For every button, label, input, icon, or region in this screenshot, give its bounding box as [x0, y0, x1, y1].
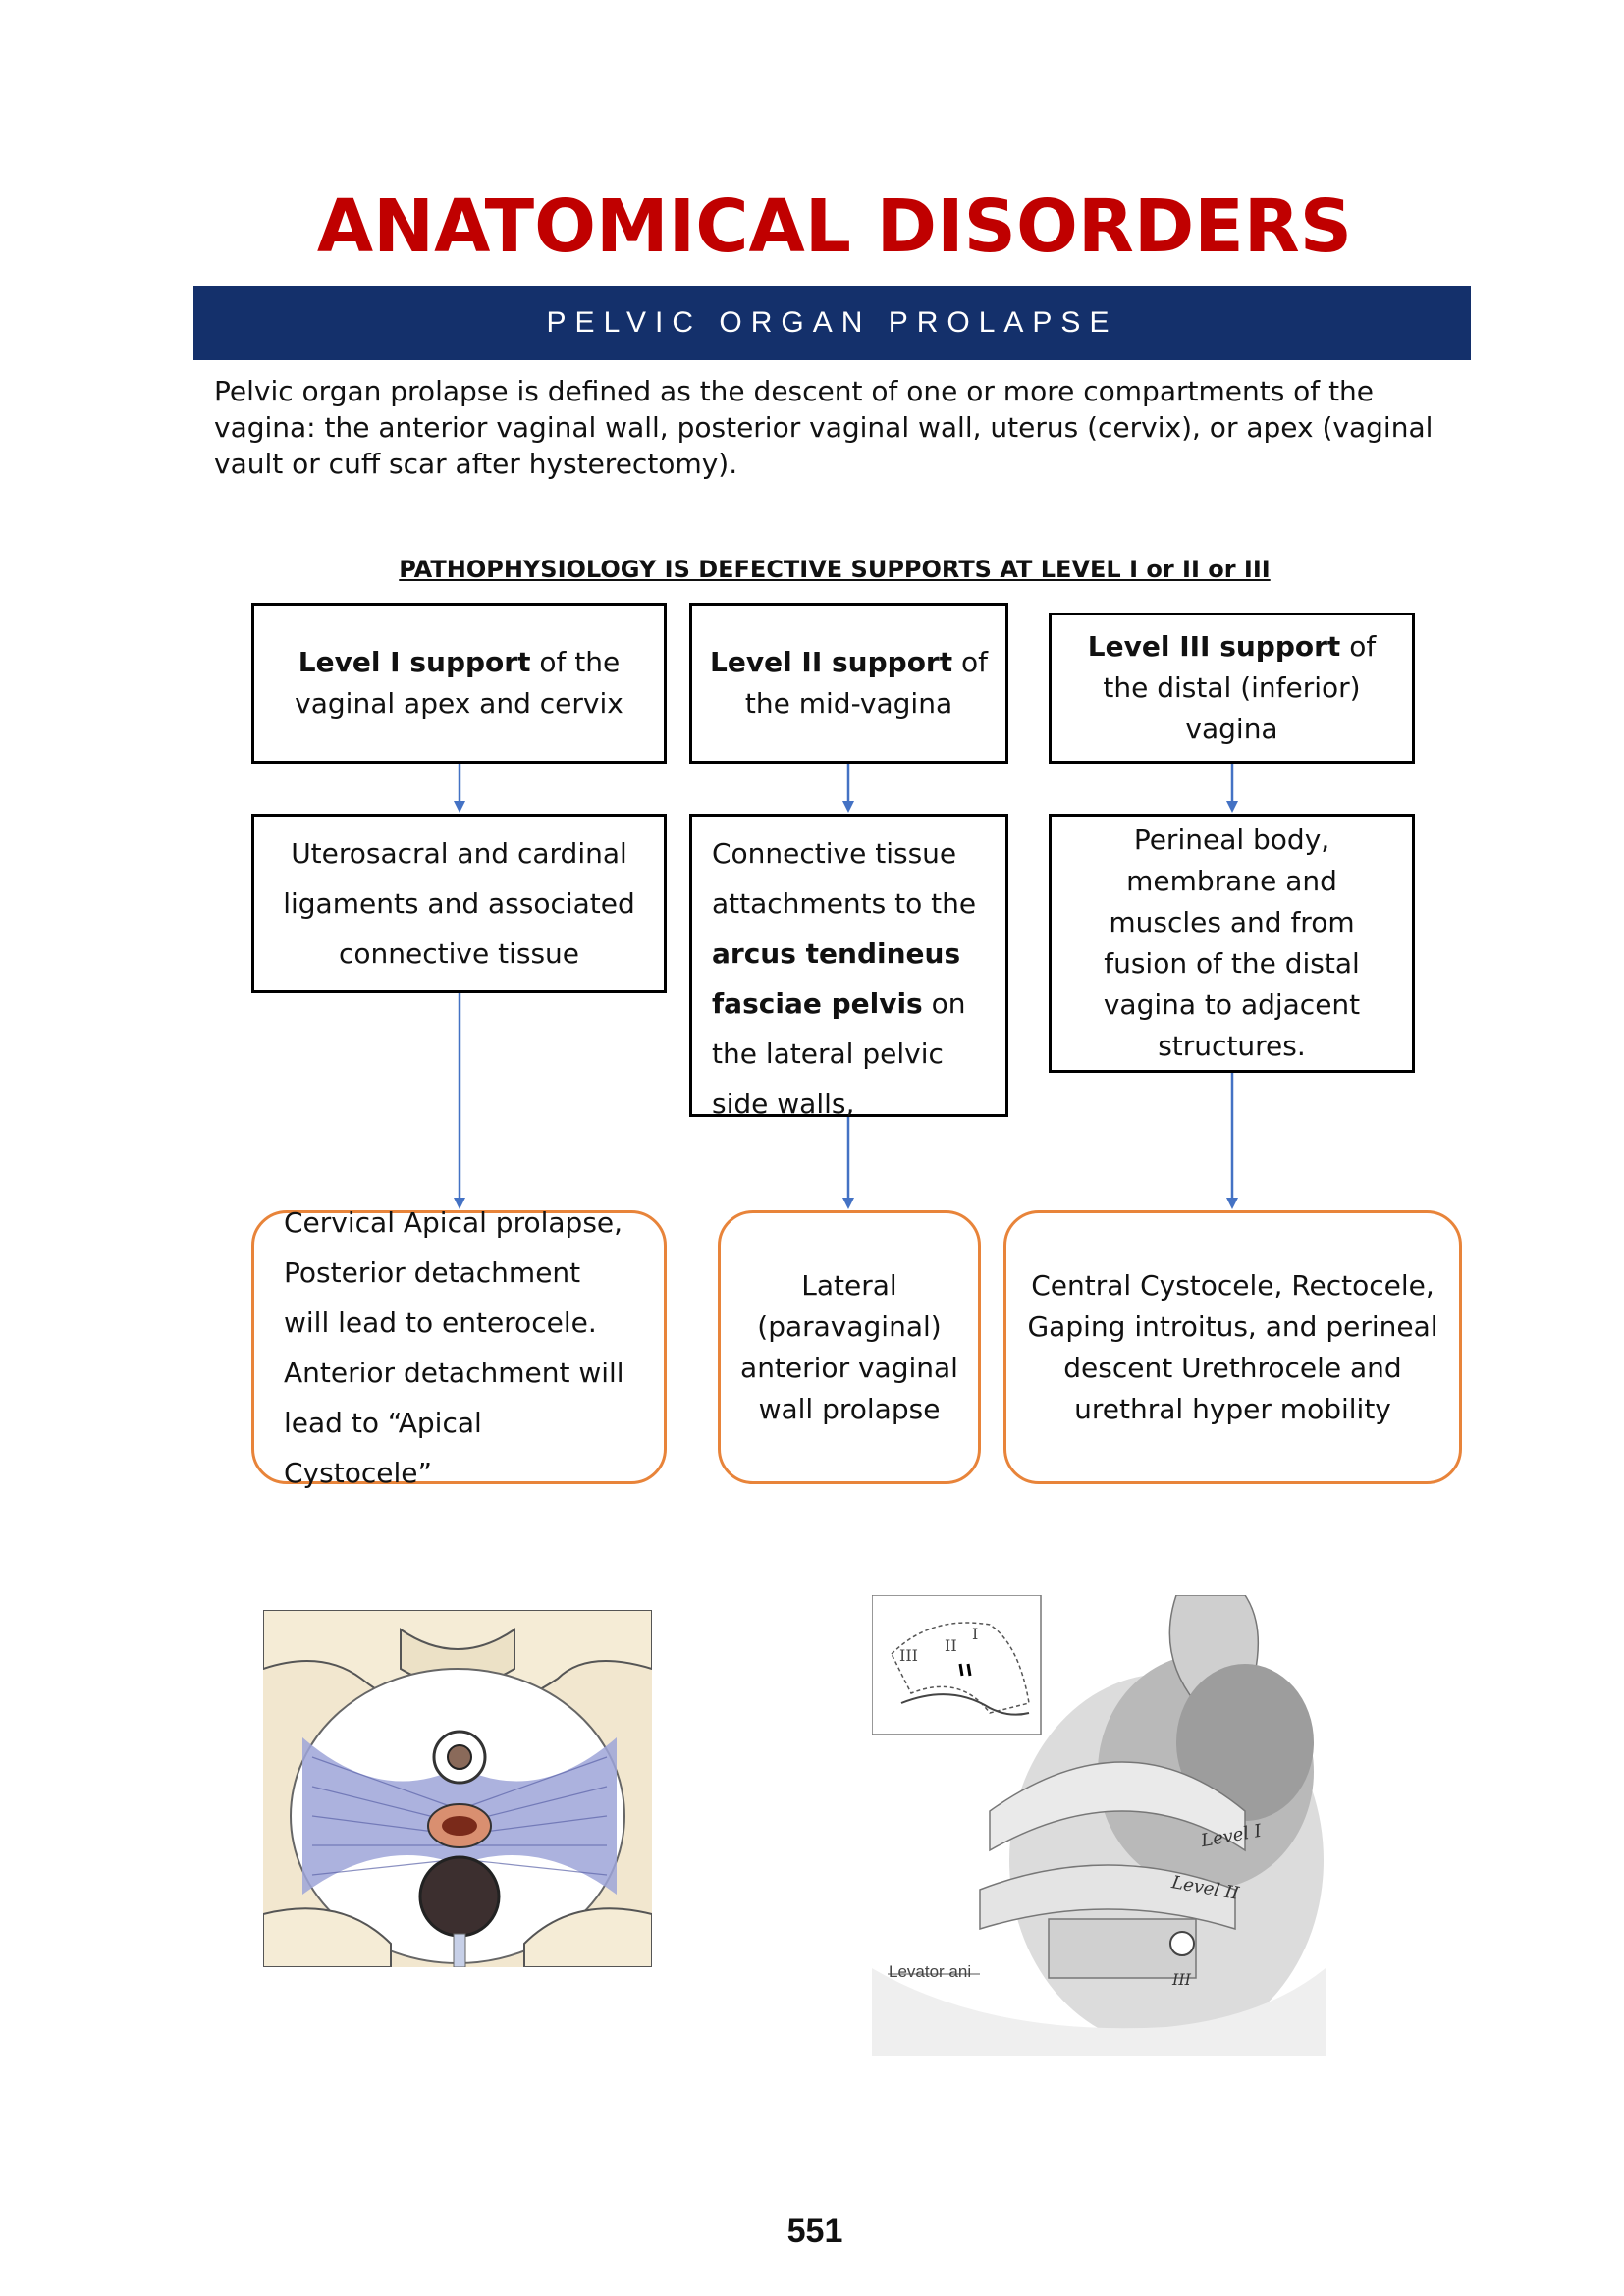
section-title: PELVIC ORGAN PROLAPSE: [546, 306, 1118, 339]
level-1-heading-box: Level I support of the vaginal apex and …: [251, 603, 667, 764]
level-2-outcome-box: Lateral (paravaginal) anterior vaginal w…: [718, 1210, 981, 1484]
level-3-outcome-text: Central Cystocele, Rectocele, Gaping int…: [1027, 1268, 1438, 1425]
page-title: ANATOMICAL DISORDERS: [316, 185, 1353, 269]
level-2-heading-box: Level II support of the mid-vagina: [689, 603, 1008, 764]
levator-ani-label: Levator ani: [889, 1962, 972, 1981]
level-2-structure-post: on the lateral pelvic side walls,: [712, 988, 966, 1120]
pathophysiology-heading: PATHOPHYSIOLOGY IS DEFECTIVE SUPPORTS AT…: [399, 556, 1271, 583]
support-levels-illustration: I II III Level I Level II III Levator an…: [872, 1595, 1326, 2056]
level-1-heading-bold: Level I support: [298, 646, 531, 678]
flowchart-arrows: [454, 764, 1238, 1209]
support-levels-drawing: [872, 1595, 1326, 2056]
level-3-structure-box: Perineal body, membrane and muscles and …: [1049, 814, 1415, 1073]
level-1-structure-text: Uterosacral and cardinal ligaments and a…: [283, 837, 635, 970]
inset-label-i: I: [972, 1625, 979, 1643]
level-2-outcome-text: Lateral (paravaginal) anterior vaginal w…: [740, 1268, 958, 1425]
level-2-heading-rest: of the mid-vagina: [744, 646, 989, 720]
level-2-heading-bold: Level II support: [710, 646, 953, 678]
level-3-outcome-box: Central Cystocele, Rectocele, Gaping int…: [1003, 1210, 1462, 1484]
pelvic-cross-section-illustration: [263, 1610, 652, 1967]
page-number: 551: [786, 2213, 843, 2250]
level-3-heading-rest: of the distal (inferior) vagina: [1103, 630, 1377, 745]
level-1-outcome-box: Cervical Apical prolapse, Posterior deta…: [251, 1206, 667, 1489]
level-3-heading-box: Level III support of the distal (inferio…: [1049, 613, 1415, 764]
level-2-structure-box: Connective tissue attachments to the arc…: [689, 814, 1008, 1120]
level-2-structure-bold: arcus tendineus fasciae pelvis: [712, 937, 961, 1020]
level-3-heading-bold: Level III support: [1087, 630, 1341, 663]
level-3-label: III: [1172, 1970, 1191, 1989]
level-1-outcome-text: Cervical Apical prolapse, Posterior deta…: [284, 1205, 624, 1489]
section-header-band: PELVIC ORGAN PROLAPSE: [193, 286, 1471, 360]
level-1-structure-box: Uterosacral and cardinal ligaments and a…: [251, 814, 667, 993]
level-2-structure-pre: Connective tissue attachments to the: [712, 837, 977, 920]
inset-label-ii: II: [945, 1636, 957, 1655]
inset-label-iii: III: [899, 1646, 918, 1665]
level-1-heading-rest: of the vaginal apex and cervix: [295, 646, 623, 720]
level-3-structure-text: Perineal body, membrane and muscles and …: [1103, 824, 1361, 1062]
intro-paragraph: Pelvic organ prolapse is defined as the …: [214, 375, 1434, 480]
